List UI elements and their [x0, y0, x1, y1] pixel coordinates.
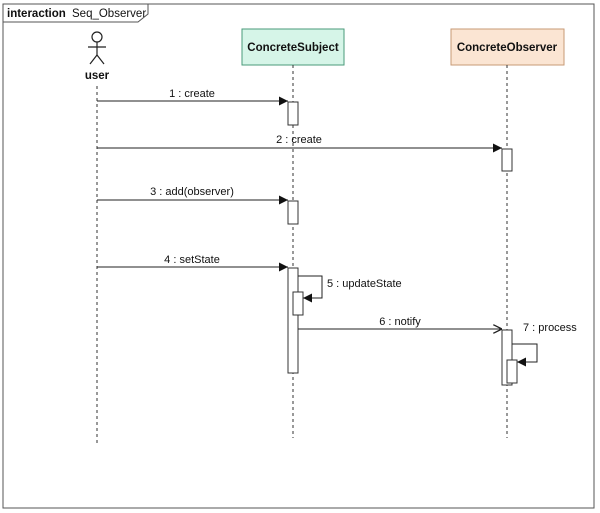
observer-activation-create — [501, 148, 513, 172]
subject-activation-updatestate — [292, 291, 304, 316]
actor-label: user — [85, 70, 110, 82]
message-4-label: 4 : setState — [164, 254, 220, 266]
observer-activation-notify — [501, 329, 513, 386]
frame-label: interaction Seq_Observer — [7, 8, 146, 20]
concrete-observer-label: ConcreteObserver — [457, 42, 558, 54]
message-5-label: 5 : updateState — [327, 278, 402, 290]
frame-label-tab — [2, 3, 149, 23]
frame-name: Seq_Observer — [72, 8, 146, 20]
observer-activation-process — [506, 359, 518, 384]
message-5-self-arrow — [298, 275, 323, 303]
user-actor[interactable]: user — [85, 31, 110, 82]
concrete-observer-participant[interactable]: ConcreteObserver — [450, 28, 565, 66]
subject-activation-create — [287, 101, 299, 126]
actor-stick-figure-icon — [88, 31, 106, 65]
message-2-label: 2 : create — [276, 134, 322, 146]
concrete-observer-box — [450, 28, 565, 66]
interaction-frame — [2, 3, 595, 509]
concrete-subject-label: ConcreteSubject — [247, 42, 339, 54]
message-6-label: 6 : notify — [379, 316, 421, 328]
message-7-self-arrow — [512, 343, 538, 367]
message-1-label: 1 : create — [169, 88, 215, 100]
message-3-label: 3 : add(observer) — [150, 186, 234, 198]
frame-keyword: interaction — [7, 8, 66, 20]
message-7-label: 7 : process — [523, 322, 577, 334]
subject-activation-setstate — [287, 267, 299, 374]
concrete-subject-participant[interactable]: ConcreteSubject — [241, 28, 345, 66]
subject-activation-add — [287, 200, 299, 225]
